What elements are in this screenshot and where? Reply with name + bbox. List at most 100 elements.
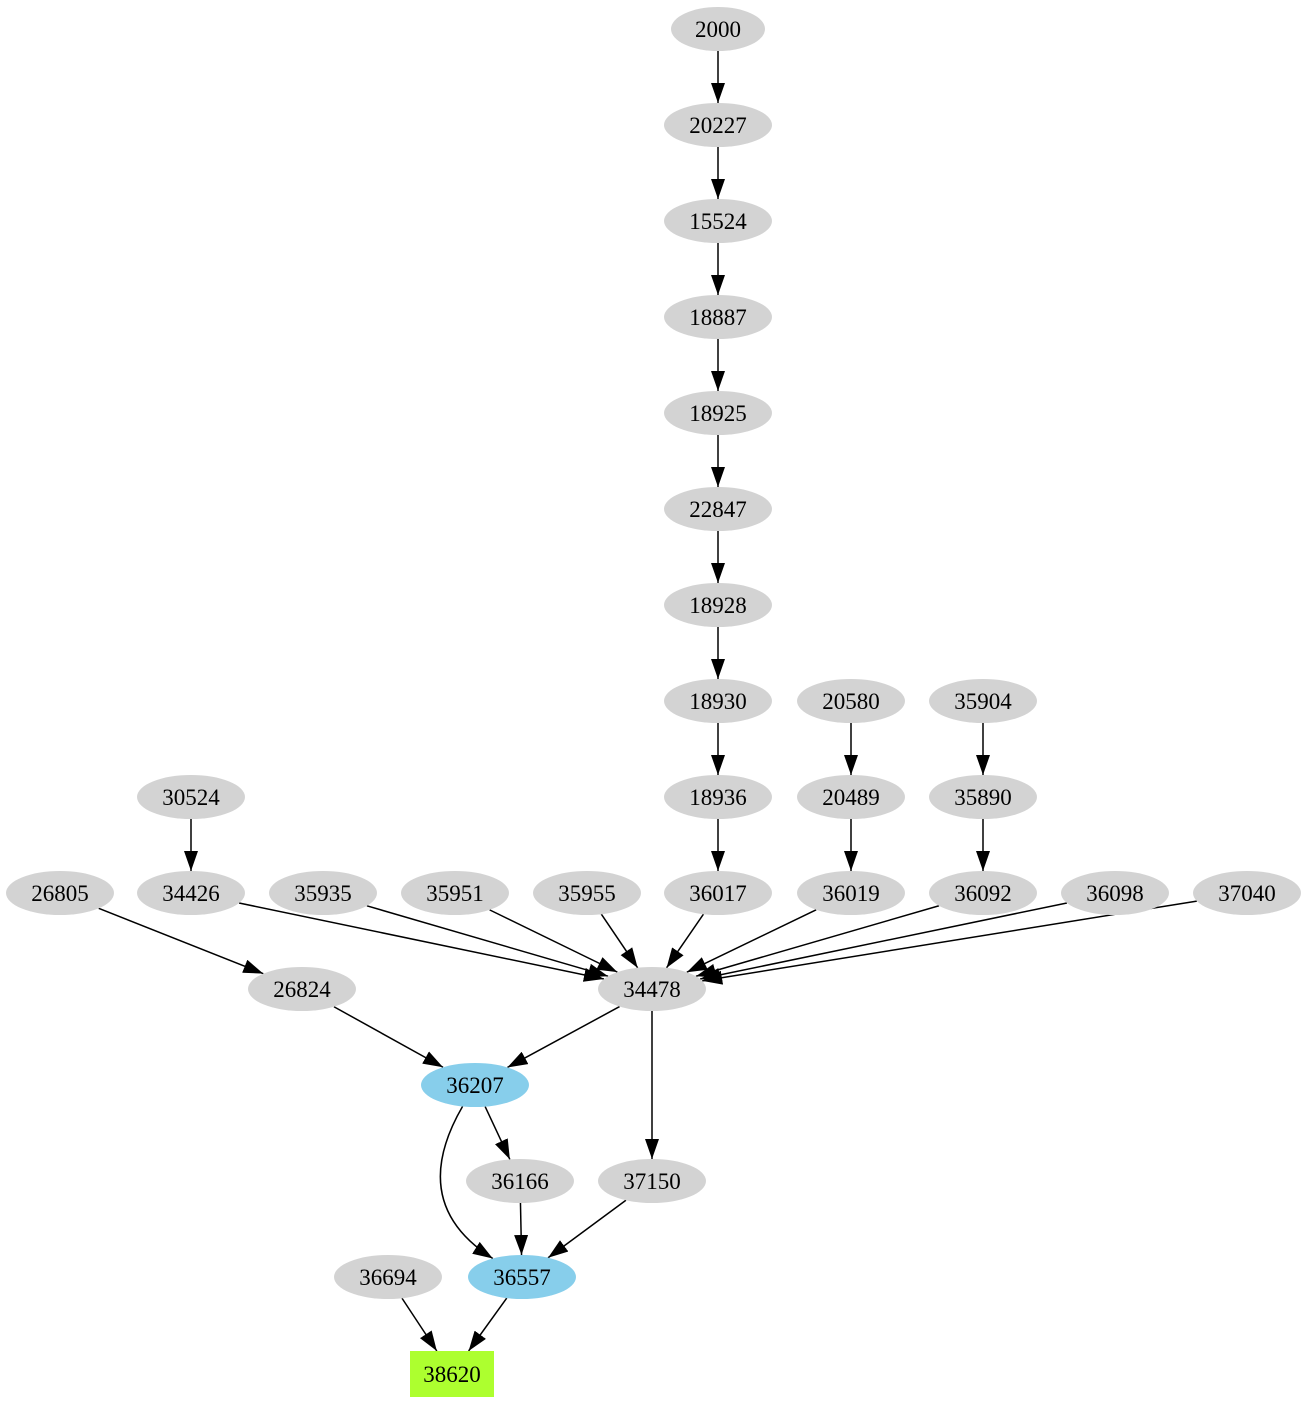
edge-26824-36207 [333,1006,444,1068]
edge-36017-34478 [665,913,705,969]
node-34426: 34426 [137,871,245,915]
node-20227: 20227 [664,103,772,147]
node-36092: 36092 [929,871,1037,915]
node-shape-ellipse [797,679,905,723]
node-35890: 35890 [929,775,1037,819]
edge-36694-38620 [401,1297,438,1352]
node-label-36019: 36019 [822,881,880,906]
edge-34478-36207 [507,1005,620,1069]
edge-line [507,1005,620,1069]
node-label-37040: 37040 [1218,881,1276,906]
node-shape-ellipse [137,775,245,819]
node-shape-ellipse [269,871,377,915]
edge-line [484,1106,511,1160]
edge-line [699,902,1068,982]
node-label-34426: 34426 [162,881,220,906]
node-shape-box [410,1351,494,1397]
node-shape-ellipse [137,871,245,915]
edge-36557-38620 [467,1297,508,1352]
node-label-30524: 30524 [162,785,220,810]
node-label-26805: 26805 [31,881,89,906]
edge-36098-34478 [699,902,1068,982]
node-shape-ellipse [1193,871,1301,915]
node-18928: 18928 [664,583,772,627]
edge-line [98,907,264,975]
node-35955: 35955 [533,871,641,915]
node-shape-ellipse [664,871,772,915]
edge-line [489,909,618,973]
node-shape-ellipse [533,871,641,915]
node-2000: 2000 [671,7,765,51]
node-shape-ellipse [929,775,1037,819]
node-20489: 20489 [797,775,905,819]
edge-line [439,1106,494,1260]
node-36207: 36207 [421,1063,529,1107]
edge-line [333,1006,444,1068]
node-shape-ellipse [6,871,114,915]
node-shape-ellipse [671,7,765,51]
edge-36092-34478 [695,905,940,978]
edge-37150-36557 [547,1199,627,1259]
node-shape-ellipse [664,487,772,531]
node-37150: 37150 [598,1159,706,1203]
node-18887: 18887 [664,295,772,339]
node-label-18930: 18930 [689,689,747,714]
node-label-2000: 2000 [695,17,741,42]
node-label-36557: 36557 [493,1265,551,1290]
node-label-18936: 18936 [689,785,747,810]
node-38620: 38620 [410,1351,494,1397]
node-36098: 36098 [1061,871,1169,915]
node-label-35955: 35955 [558,881,616,906]
node-shape-ellipse [598,1159,706,1203]
node-shape-ellipse [929,871,1037,915]
node-label-38620: 38620 [423,1362,481,1387]
node-label-35935: 35935 [294,881,352,906]
node-label-36207: 36207 [446,1073,504,1098]
edge-35951-34478 [489,909,618,973]
edge-line [686,909,817,973]
edge-36207-36557 [439,1106,494,1260]
node-37040: 37040 [1193,871,1301,915]
node-36017: 36017 [664,871,772,915]
node-15524: 15524 [664,199,772,243]
node-label-18887: 18887 [689,305,747,330]
node-shape-ellipse [929,679,1037,723]
node-shape-ellipse [401,871,509,915]
node-label-20227: 20227 [689,113,747,138]
node-18936: 18936 [664,775,772,819]
node-label-37150: 37150 [623,1169,681,1194]
edge-36207-36166 [484,1106,511,1160]
node-36019: 36019 [797,871,905,915]
edge-line [695,905,940,978]
node-36557: 36557 [468,1255,576,1299]
node-label-36166: 36166 [491,1169,549,1194]
node-shape-ellipse [797,871,905,915]
node-label-34478: 34478 [623,977,681,1002]
node-shape-ellipse [248,967,356,1011]
node-36166: 36166 [466,1159,574,1203]
node-36694: 36694 [334,1255,442,1299]
node-shape-ellipse [421,1063,529,1107]
node-shape-ellipse [468,1255,576,1299]
node-shape-ellipse [664,391,772,435]
node-shape-ellipse [664,199,772,243]
node-label-20580: 20580 [822,689,880,714]
node-label-36017: 36017 [689,881,747,906]
node-26805: 26805 [6,871,114,915]
node-label-15524: 15524 [689,209,747,234]
node-shape-ellipse [466,1159,574,1203]
edge-line [547,1199,627,1259]
node-label-20489: 20489 [822,785,880,810]
node-shape-ellipse [664,103,772,147]
node-shape-ellipse [334,1255,442,1299]
node-22847: 22847 [664,487,772,531]
node-label-35951: 35951 [426,881,484,906]
node-18930: 18930 [664,679,772,723]
edge-line [514,1202,529,1256]
edge-36166-36557 [514,1202,529,1256]
node-shape-ellipse [1061,871,1169,915]
node-18925: 18925 [664,391,772,435]
edge-line [366,905,609,978]
